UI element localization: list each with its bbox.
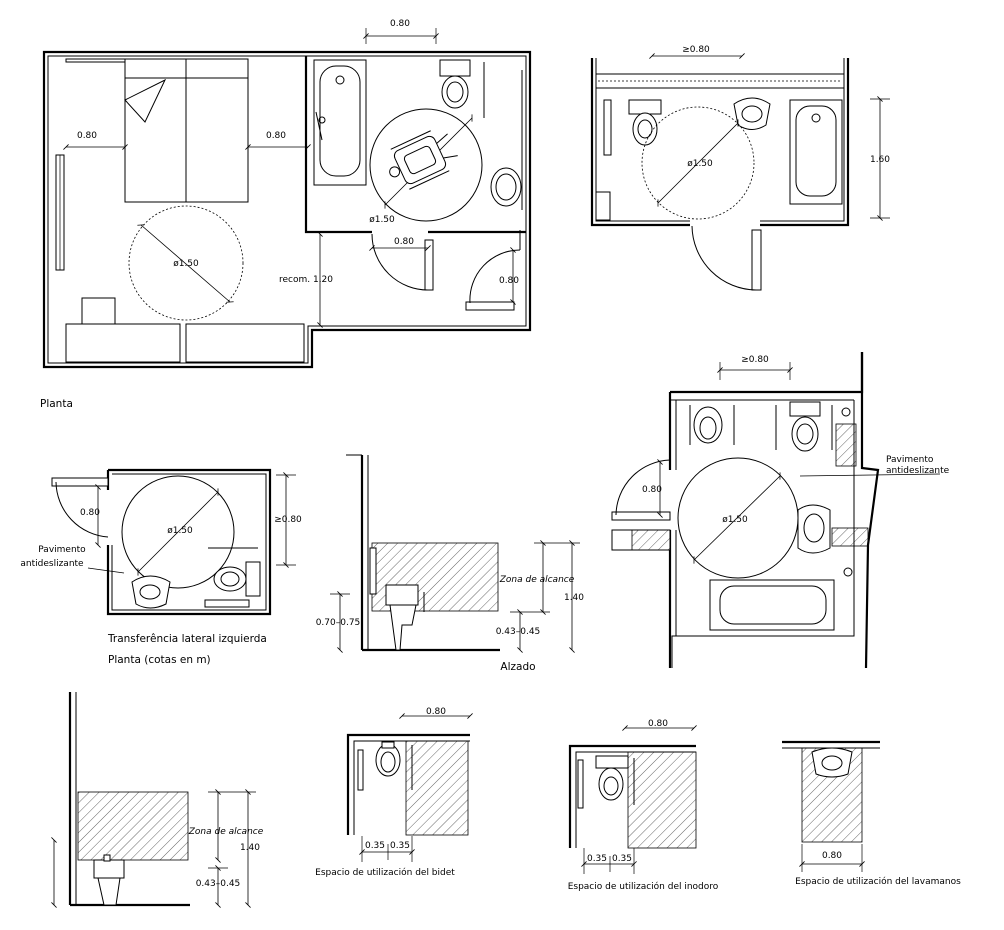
dim-b-wc: 0.35	[612, 854, 632, 864]
dim-b-bidet: 0.35	[390, 841, 410, 851]
basin-space	[782, 740, 880, 872]
dim-bottom-basin: 0.80	[822, 851, 842, 861]
dim-top-tr: ≥0.80	[682, 45, 710, 55]
dim-door-main: 0.80	[499, 276, 519, 286]
circle-label-bath: ø1.50	[369, 215, 395, 225]
elevation-middle	[330, 454, 580, 653]
h-total-mid: 1.40	[564, 593, 584, 603]
dim-bed-right: 0.80	[266, 131, 286, 141]
h-seat2-mid: 0.43–0.45	[496, 627, 541, 637]
plan-small-transfer	[51, 468, 296, 616]
zona-label-bottom: Zona de alcance	[188, 827, 264, 837]
circle-label-room: ø1.50	[173, 259, 199, 269]
dim-door-br: 0.80	[642, 485, 662, 495]
dim-side-small: ≥0.80	[274, 515, 302, 525]
h-seat-mid: 0.70–0.75	[316, 618, 361, 628]
caption-wc: Espacio de utilización del inodoro	[568, 881, 719, 892]
dim-a-bidet: 0.35	[365, 841, 385, 851]
main-plan	[42, 28, 532, 369]
floor-label-small-2: antideslizante	[20, 559, 84, 569]
circle-label-small: ø1.50	[167, 526, 193, 536]
dim-top-bidet: 0.80	[426, 707, 446, 717]
caption-basin: Espacio de utilización del lavamanos	[795, 876, 961, 887]
dim-bath-top: 0.80	[390, 19, 410, 29]
floor-label-small-1: Pavimento	[38, 545, 86, 555]
dim-side-tr: 1.60	[870, 155, 890, 165]
bidet-space	[346, 713, 473, 862]
caption-plan-units: Planta (cotas en m)	[108, 654, 211, 666]
caption-bidet: Espacio de utilización del bidet	[315, 867, 455, 878]
floor-label-br-1: Pavimento	[886, 455, 934, 465]
recom-label: recom. 1.20	[279, 275, 333, 285]
dim-door-bath: 0.80	[394, 237, 414, 247]
circle-label-br: ø1.50	[722, 515, 748, 525]
floor-label-br-2: antideslizante	[886, 466, 950, 476]
plan-big-right	[611, 352, 941, 669]
zona-label-mid: Zona de alcance	[499, 575, 575, 585]
dim-door-small: 0.80	[80, 508, 100, 518]
dim-top-br: ≥0.80	[741, 355, 769, 365]
wc-space	[568, 725, 697, 874]
plan-title: Planta	[40, 398, 73, 410]
h-seat-bottom: 0.43–0.45	[196, 879, 241, 889]
dim-a-wc: 0.35	[587, 854, 607, 864]
dim-top-wc: 0.80	[648, 719, 668, 729]
h-total-bottom: 1.40	[240, 843, 260, 853]
caption-alzado: Alzado	[500, 661, 535, 673]
caption-transfer: Transferência lateral izquierda	[107, 633, 267, 645]
dim-bed-left: 0.80	[77, 131, 97, 141]
elevation-bottom-left	[51, 692, 256, 908]
circle-label-tr: ø1.50	[687, 159, 713, 169]
plan-top-right	[590, 53, 890, 291]
